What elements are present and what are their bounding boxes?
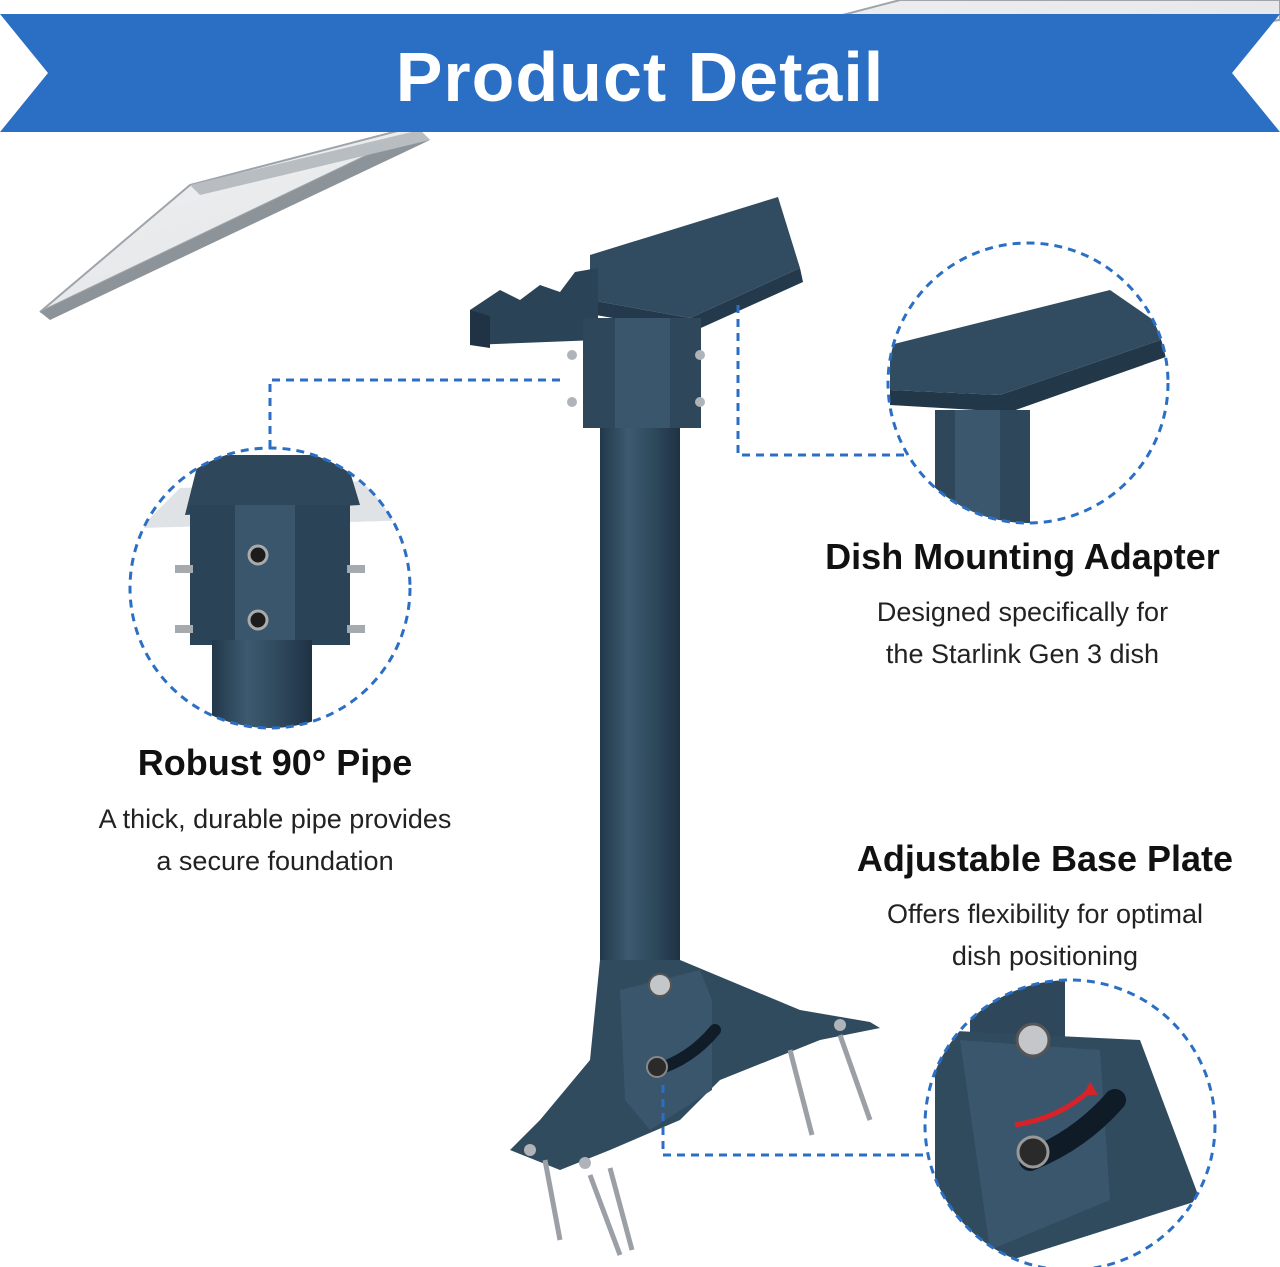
banner-ribbon [0, 14, 1280, 132]
adapter-description-line: the Starlink Gen 3 dish [885, 639, 1160, 669]
mount-assembly [470, 197, 880, 1256]
base-description-line: Offers flexibility for optimal [886, 899, 1204, 929]
pipe-description-line: a secure foundation [156, 846, 394, 876]
zoom-circle-adapter [886, 241, 1170, 525]
pipe-description-line: A thick, durable pipe provides [98, 804, 452, 834]
base-description-line: dish positioning [951, 941, 1139, 971]
pipe-description: A thick, durable pipe provides a secure … [40, 798, 510, 882]
banner-title: Product Detail [395, 38, 885, 116]
pipe-heading: Robust 90° Pipe [137, 742, 413, 783]
base-heading: Adjustable Base Plate [856, 838, 1234, 879]
base-description: Offers flexibility for optimal dish posi… [825, 893, 1265, 977]
adapter-description: Designed specifically for the Starlink G… [790, 591, 1255, 675]
leader-lines [268, 305, 925, 1157]
adapter-description-line: Designed specifically for [876, 597, 1169, 627]
zoom-circle-base [923, 978, 1217, 1267]
zoom-circle-pipe [128, 446, 412, 730]
adapter-heading: Dish Mounting Adapter [825, 536, 1220, 577]
